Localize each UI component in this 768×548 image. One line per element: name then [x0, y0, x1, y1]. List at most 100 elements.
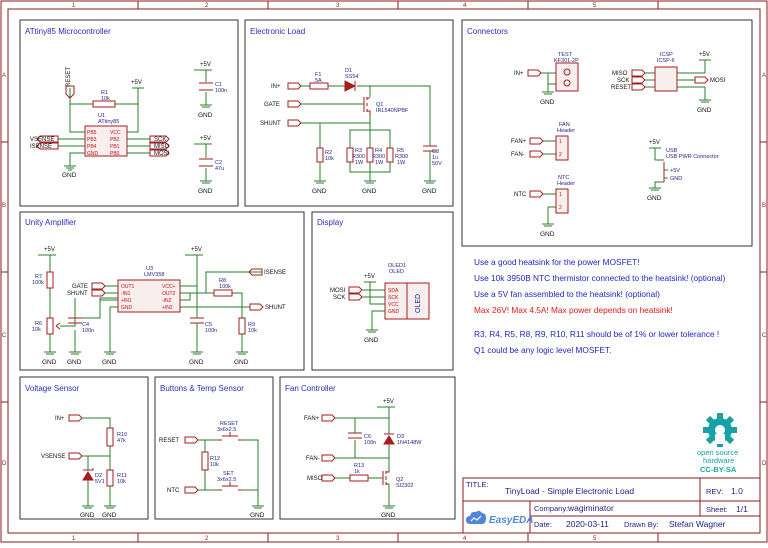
section-display: Display OLED1 OLED OLED SDA SCK VCC GND … [311, 211, 454, 371]
icsp-ref: ICSP [660, 52, 673, 58]
net-miso-conn: MISO [612, 71, 628, 77]
r9-val: 10k [248, 328, 257, 334]
grid-row-b-right: B [762, 203, 766, 209]
gnd-conn-1: GND [540, 99, 555, 106]
date-value: 2020-03-11 [566, 519, 609, 529]
oshw-gear-icon [703, 413, 737, 447]
u1-ref: U1 [98, 113, 105, 119]
r4-pow: 1W [375, 160, 384, 166]
rev-label: REV: [706, 487, 723, 496]
note-0: Use a good heatsink for the power MOSFET… [474, 257, 640, 267]
c5-val: 100n [205, 328, 217, 334]
f1-ref: F1 [315, 72, 321, 78]
section-voltage-title: Voltage Sensor [25, 384, 80, 393]
oshw-license: CC-BY-SA [700, 465, 737, 474]
gnd-attiny-1: GND [62, 172, 77, 179]
usb-pin-5v: +5V [670, 168, 680, 174]
r4-ref: R4 [375, 148, 382, 154]
usb-pin-gnd: GND [670, 176, 682, 182]
c6-val: 100n [364, 440, 376, 446]
fan-pin-1: 1 [559, 139, 562, 145]
gnd-btn: GND [250, 512, 265, 519]
fan-ref: FAN [559, 122, 570, 128]
u3-pin-l2: +IN1 [121, 298, 132, 304]
c6-ref: C6 [364, 434, 371, 440]
r7-ref: R7 [35, 274, 42, 280]
u1-pin-l3: GND [87, 151, 99, 157]
gnd-volt-1: GND [80, 512, 95, 519]
section-fan: Fan Controller +5V FAN+ C6 100n D3 1N414… [279, 376, 456, 520]
net-isense-unity: ISENSE [264, 270, 286, 276]
oshw-logo: open source hardware CC-BY-SA [697, 413, 738, 474]
grid-row-c: C [2, 333, 7, 339]
gnd-load-1: GND [312, 188, 327, 195]
note-5: Q1 could be any logic level MOSFET. [474, 345, 611, 355]
net-shunt-unity: SHUNT [67, 291, 88, 297]
r9-ref: R9 [248, 322, 255, 328]
gnd-load-2: GND [362, 188, 377, 195]
r2-ref: R2 [325, 150, 332, 156]
grid-col-4-bottom: 4 [463, 536, 467, 542]
section-unity: Unity Amplifier +5V R7 100k R6 10k C4 10… [19, 211, 305, 371]
icsp-val: ICSP-6 [657, 58, 675, 64]
net-reset-btn: RESET [159, 438, 179, 444]
r6-val: 10k [32, 327, 41, 333]
sheet-value: 1/1 [736, 504, 748, 514]
gnd-conn-2: GND [697, 107, 712, 114]
net-inplus-volt: IN+ [55, 416, 65, 422]
net-inplus-conn: IN+ [514, 71, 524, 77]
u1-pin-l2: PB4 [87, 144, 97, 150]
test-ref: TEST [558, 52, 573, 58]
gnd-unity-2: GND [67, 359, 82, 366]
gnd-fan: GND [381, 512, 396, 519]
r8-ref: R8 [219, 278, 226, 284]
c2-ref: C2 [215, 160, 222, 166]
u3-pin-r1: OUT2 [162, 291, 176, 297]
grid-col-2: 2 [205, 3, 209, 9]
net-5v-c1: +5V [200, 62, 211, 68]
q2-val: SI2302 [396, 483, 413, 489]
gnd-conn-3: GND [540, 231, 555, 238]
net-ntc-btn: NTC [167, 488, 180, 494]
ntc-ref: NTC [558, 175, 569, 181]
net-gate-unity: GATE [72, 284, 88, 290]
net-shunt-load: SHUNT [260, 121, 281, 127]
u3-pin-l0: OUT1 [121, 284, 135, 290]
c4-ref: C4 [82, 322, 89, 328]
r10-val: 47k [117, 438, 126, 444]
grid-col-5: 5 [593, 3, 597, 9]
net-sck-disp: SCK [333, 295, 345, 301]
grid-row-d: D [2, 461, 7, 467]
r13-ref: R13 [354, 463, 364, 469]
oled-pin-gnd: GND [388, 309, 400, 315]
d2-ref: D2 [95, 473, 102, 479]
ntc-pin-2: 2 [559, 205, 562, 211]
r5-ref: R5 [397, 148, 404, 154]
grid-row-c-right: C [762, 333, 767, 339]
grid-row-a-right: A [762, 73, 766, 79]
section-attiny: ATtiny85 Microcontroller RESET R1 10k +5… [19, 19, 239, 207]
net-mosi-conn: MOSI [710, 78, 726, 84]
u1-pin-r2: PB1 [110, 144, 120, 150]
c3-val: 1u [432, 155, 438, 161]
section-buttons: Buttons & Temp Sensor RESET RESET 3x6x2.… [154, 376, 274, 520]
gnd-unity-5: GND [234, 359, 249, 366]
net-miso-fan: MISO [307, 476, 323, 482]
grid-col-1: 1 [72, 3, 76, 9]
r3-pow: 1W [355, 160, 364, 166]
ntc-val: Header [557, 181, 575, 187]
gnd-volt-2: GND [102, 512, 117, 519]
oled-body-label: OLED [415, 294, 422, 313]
section-voltage: Voltage Sensor IN+ R10 47k VSENSE D2 5V1… [19, 376, 149, 520]
company-label: Company: [534, 504, 568, 513]
section-connectors: Connectors IN+ TEST KF301-2P GND MISO SC… [461, 19, 753, 247]
u3-ref: U3 [146, 266, 153, 272]
c3-ref: C3 [432, 149, 439, 155]
c3-volt: 50V [432, 161, 442, 167]
section-load: Electronic Load IN+ GATE SHUNT F1 5A D1 … [244, 19, 454, 207]
r4-val: R300 [372, 154, 385, 160]
ntc-pin-1: 1 [559, 192, 562, 198]
u3-pin-l3: GND [121, 305, 133, 311]
title-label: TITLE: [466, 480, 489, 489]
net-sck-attiny: SCK [154, 137, 166, 143]
